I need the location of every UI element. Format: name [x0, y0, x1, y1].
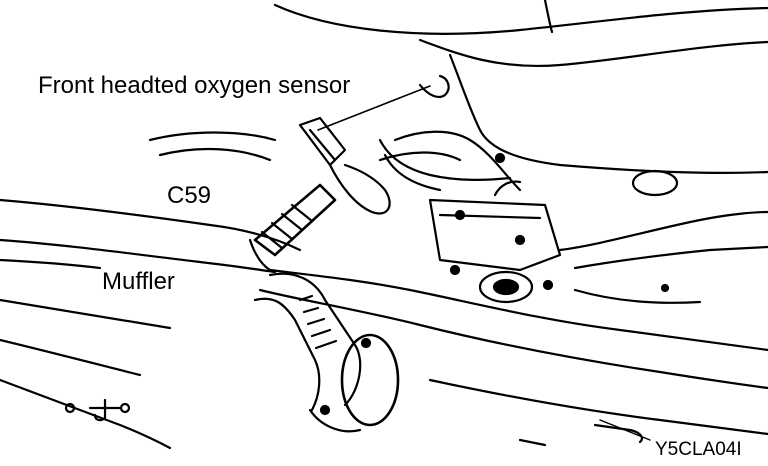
connector-label: C59: [167, 182, 212, 209]
code-leader-line: [599, 419, 651, 441]
mount-bushing: [478, 270, 534, 304]
sensor-leader-line: [317, 85, 431, 131]
upper-body-panel: [273, 0, 768, 197]
oxygen-sensor-assembly: [248, 116, 391, 272]
wire-harness: [378, 74, 512, 192]
oxygen-sensor-label: Front headted oxygen sensor: [38, 72, 351, 99]
round-hole: [631, 169, 679, 197]
muffler-pipe: [253, 272, 400, 433]
muffler-label: Muffler: [102, 268, 175, 295]
figure-code: Y5CLA04I: [655, 439, 742, 460]
pipe-flange: [340, 333, 400, 427]
body-frame: [0, 131, 768, 450]
heat-shield: [378, 130, 768, 304]
bottom-fasteners: [64, 398, 644, 447]
